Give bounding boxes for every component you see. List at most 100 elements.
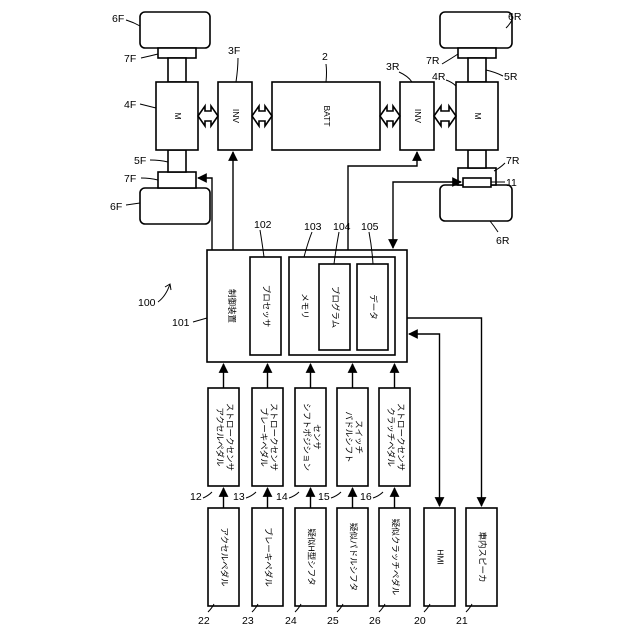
hmi-label: HMI (435, 549, 445, 565)
ref-20: 20 (414, 615, 426, 627)
leader-4r (446, 80, 456, 86)
ref-22: 22 (198, 615, 210, 627)
sensor-label-line1: ブレーキペダル (259, 407, 269, 467)
ref-15: 15 (318, 491, 330, 503)
ref-4r: 4R (432, 71, 446, 83)
leader-4f (140, 104, 156, 108)
leader-100 (158, 284, 170, 302)
leader-6r-bottom (490, 221, 498, 232)
rear-shaft-bottom (468, 150, 486, 168)
sensor-shift-position: シフトポジション センサ (295, 388, 326, 486)
ref-2: 2 (322, 51, 328, 63)
ref-3f: 3F (228, 45, 240, 57)
power-arrow-motor-inverter-front (198, 106, 218, 126)
ref-5r: 5R (504, 71, 518, 83)
sensor-label-line2: ストロークセンサ (225, 403, 235, 471)
leader-7f-top (141, 54, 158, 58)
ref-14: 14 (276, 491, 288, 503)
input-label: 疑似H型シフタ (306, 528, 316, 585)
front-gear-bottom (158, 172, 196, 188)
controller-label: 制御装置 (227, 289, 237, 324)
sensor-accel: アクセルペダル ストロークセンサ (208, 388, 239, 486)
ref-12: 12 (190, 491, 202, 503)
ref-6r-top: 6R (508, 11, 522, 23)
speaker-label: 車内スピーカ (477, 531, 487, 582)
input-brake-pedal: ブレーキペダル (252, 508, 283, 606)
input-label: 疑似クラッチペダル (390, 519, 400, 596)
ref-26: 26 (369, 615, 381, 627)
input-label: ブレーキペダル (263, 527, 273, 587)
input-h-shifter: 疑似H型シフタ (295, 508, 326, 606)
processor-label: プロセッサ (261, 285, 271, 328)
ref-100: 100 (138, 297, 156, 309)
ref-7f-bottom: 7F (124, 173, 136, 185)
leader-2 (326, 64, 327, 82)
ref-23: 23 (242, 615, 254, 627)
ref-103: 103 (304, 221, 322, 233)
leader-101 (193, 318, 207, 322)
line-controller-hmi (409, 334, 440, 506)
ref-25: 25 (327, 615, 339, 627)
leader-3r (399, 72, 412, 82)
power-arrow-inverter-motor-rear (434, 106, 456, 126)
ref-24: 24 (285, 615, 297, 627)
rear-inverter-label: INV (413, 109, 423, 124)
ref-6r-bottom: 6R (496, 235, 510, 247)
data-store-label: データ (368, 294, 378, 320)
ref-11: 11 (506, 177, 517, 189)
leader-5f (150, 160, 168, 162)
front-motor-label: M (173, 112, 183, 119)
ref-7f-top: 7F (124, 53, 136, 65)
memory-label: メモリ (300, 293, 310, 319)
ref-13: 13 (233, 491, 245, 503)
rear-shaft-top (468, 58, 486, 82)
front-shaft-top (168, 58, 186, 82)
program-label: プログラム (330, 286, 340, 328)
sensor-paddle: パドルシフト スイッチ (337, 388, 368, 486)
front-wheel-top (140, 12, 210, 48)
ref-105: 105 (361, 221, 379, 233)
sensor-label-line1: シフトポジション (302, 403, 312, 471)
sensor-label-line1: クラッチペダル (386, 407, 396, 467)
sensor-label-line1: アクセルペダル (215, 407, 225, 467)
rear-wheel-bottom (440, 185, 512, 221)
leader-12 (203, 492, 212, 498)
ref-7r-bottom: 7R (506, 155, 520, 167)
leader-6f-top (126, 20, 140, 26)
ref-21: 21 (456, 615, 468, 627)
sensor-label-line1: パドルシフト (344, 411, 354, 462)
leader-3f (236, 58, 238, 82)
front-shaft-bottom (168, 150, 186, 172)
ref-101: 101 (172, 317, 190, 329)
rear-brake (463, 178, 491, 187)
leader-14 (289, 492, 299, 498)
ref-6f-bottom: 6F (110, 201, 122, 213)
leader-7r-bottom (494, 163, 505, 171)
rear-wheel-top (440, 12, 512, 48)
sensor-label-line2: センサ (312, 424, 322, 450)
sensor-label-line2: スイッチ (354, 420, 364, 454)
leader-6f-bottom (126, 203, 140, 205)
ref-16: 16 (360, 491, 372, 503)
line-controller-inv-rear (348, 152, 417, 250)
ref-7r-top: 7R (426, 55, 440, 67)
ref-5f: 5F (134, 155, 146, 167)
ref-4f: 4F (124, 99, 136, 111)
sensor-label-line2: ストロークセンサ (269, 403, 279, 471)
input-paddle-shifter: 疑似パドルシフタ (337, 508, 368, 606)
power-arrow-battery-inverter-rear (380, 106, 400, 126)
power-arrow-inverter-battery-front (252, 106, 272, 126)
input-clutch-pedal: 疑似クラッチペダル (379, 508, 410, 606)
leader-15 (331, 492, 341, 498)
front-gear-top (158, 48, 196, 58)
leader-5r (486, 70, 503, 76)
leader-13 (246, 492, 256, 498)
rear-gear-top (458, 48, 496, 58)
leader-7f-bottom (141, 178, 158, 180)
ref-102: 102 (254, 219, 272, 231)
sensor-brake: ブレーキペダル ストロークセンサ (252, 388, 283, 486)
front-wheel-bottom (140, 188, 210, 224)
leader-7r-top (442, 54, 458, 64)
input-accel-pedal: アクセルペダル (208, 508, 239, 606)
